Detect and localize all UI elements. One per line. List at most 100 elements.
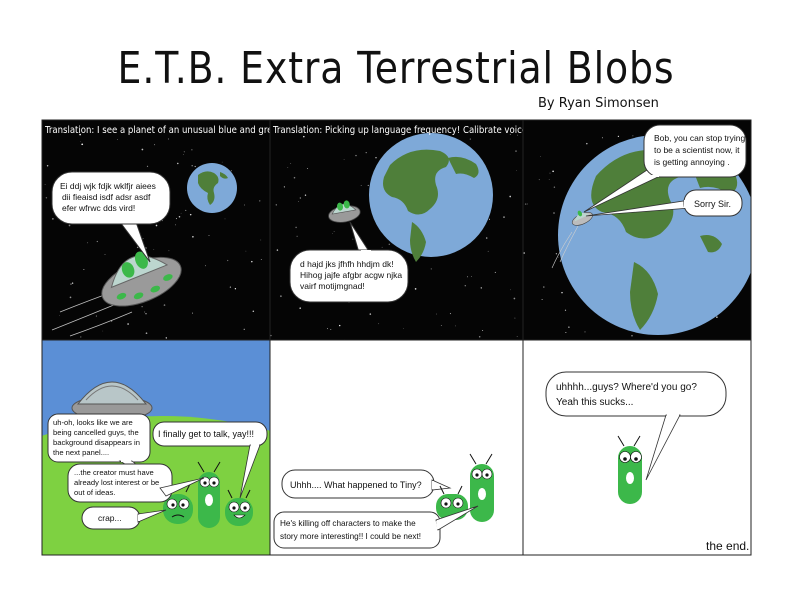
star [303, 135, 305, 138]
star [304, 194, 307, 196]
star [388, 243, 391, 246]
star [632, 135, 634, 137]
speech-bubble-lonely: uhhhh...guys? Where'd you go? Yeah this … [545, 371, 727, 481]
star [295, 226, 297, 229]
star [617, 135, 620, 138]
alien-blob [163, 483, 193, 524]
bubble-text: Uhhh.... What happened to Tiny? [290, 480, 422, 490]
translation-caption: Translation: I see a planet of an unusua… [44, 125, 323, 136]
star [487, 250, 489, 252]
star [290, 163, 292, 164]
planet-earth [187, 163, 237, 213]
star [367, 184, 369, 186]
star [154, 144, 156, 146]
star [296, 235, 298, 237]
star [430, 268, 432, 270]
translation-caption: Translation: Picking up language frequen… [272, 125, 582, 136]
star [252, 310, 255, 312]
star [95, 315, 97, 317]
star [564, 309, 567, 311]
speech-bubble-bob: Sorry Sir. [585, 189, 743, 217]
star [83, 269, 85, 270]
star [163, 304, 166, 306]
star [275, 204, 277, 206]
panel-2: d hajd jks jfhfh hhdjm dk! Hihog jajfe a… [270, 120, 523, 340]
star [440, 324, 442, 326]
bubble-text: uh-oh, looks like we are being cancelled… [53, 418, 142, 457]
star [523, 252, 525, 254]
star [70, 283, 72, 285]
star [191, 149, 193, 151]
star [403, 327, 404, 329]
star [175, 218, 177, 220]
star [494, 271, 496, 273]
star [510, 289, 511, 291]
star [68, 224, 71, 227]
star [221, 161, 223, 163]
star [79, 133, 81, 136]
star [558, 256, 559, 258]
star [509, 195, 512, 198]
bubble-text: uhhhh...guys? Where'd you go? Yeah this … [556, 382, 700, 408]
star [553, 186, 556, 188]
bubble-text: d hajd jks jfhfh hhdjm dk! Hihog jajfe a… [300, 259, 404, 291]
star [488, 218, 491, 220]
author-byline: By Ryan Simonsen [538, 96, 659, 111]
star [243, 328, 245, 330]
star [561, 291, 563, 294]
star [355, 154, 357, 157]
star [330, 328, 332, 330]
bubble-text: ...the creator must have already lost in… [74, 468, 161, 497]
star [259, 200, 261, 202]
bubble-text: He's killing off characters to make the … [280, 519, 421, 541]
alien-blob-group [163, 461, 253, 528]
star [541, 298, 543, 301]
star [716, 316, 718, 318]
panel-4: uh-oh, looks like we are being cancelled… [42, 340, 270, 555]
planet-earth [369, 133, 493, 262]
star [52, 218, 54, 220]
star [153, 249, 155, 250]
star [586, 142, 588, 145]
star [175, 224, 176, 226]
star [287, 166, 289, 168]
star [326, 328, 329, 330]
star [191, 164, 193, 167]
star [182, 154, 184, 155]
star [194, 165, 196, 168]
star [516, 336, 518, 338]
star [549, 172, 551, 174]
star [69, 296, 72, 299]
bubble-text: Ei ddj wjk fdjk wklfjr aiees dii fieaisd… [60, 181, 158, 213]
star [80, 141, 81, 143]
star [552, 170, 554, 173]
star [343, 159, 345, 160]
bubble-text: Bob, you can stop trying to be a scienti… [654, 133, 748, 167]
speech-bubble-alien: Ei ddj wjk fdjk wklfjr aiees dii fieaisd… [51, 171, 171, 263]
alien-blob [197, 461, 221, 528]
star [251, 260, 253, 263]
star [469, 138, 471, 140]
speech-bubble-alien: d hajd jks jfhfh hhdjm dk! Hihog jajfe a… [289, 221, 409, 303]
star [482, 329, 484, 332]
bubble-text: crap... [98, 513, 122, 523]
star [96, 240, 98, 243]
star [543, 286, 545, 288]
star [435, 313, 437, 315]
star [270, 334, 272, 337]
speech-bubble-tiny: Uhhh.... What happened to Tiny? [281, 469, 452, 499]
alien-blob [617, 435, 642, 504]
panel-borders [41, 119, 752, 556]
the-end-text: the end. [706, 539, 749, 553]
star [180, 212, 182, 214]
speech-bubble-creator: ...the creator must have already lost in… [67, 463, 205, 503]
star [189, 213, 192, 216]
star [333, 231, 335, 233]
star [466, 276, 468, 278]
star [631, 334, 633, 337]
star [144, 311, 146, 313]
star [516, 170, 517, 171]
star [568, 326, 570, 328]
star [165, 337, 167, 339]
